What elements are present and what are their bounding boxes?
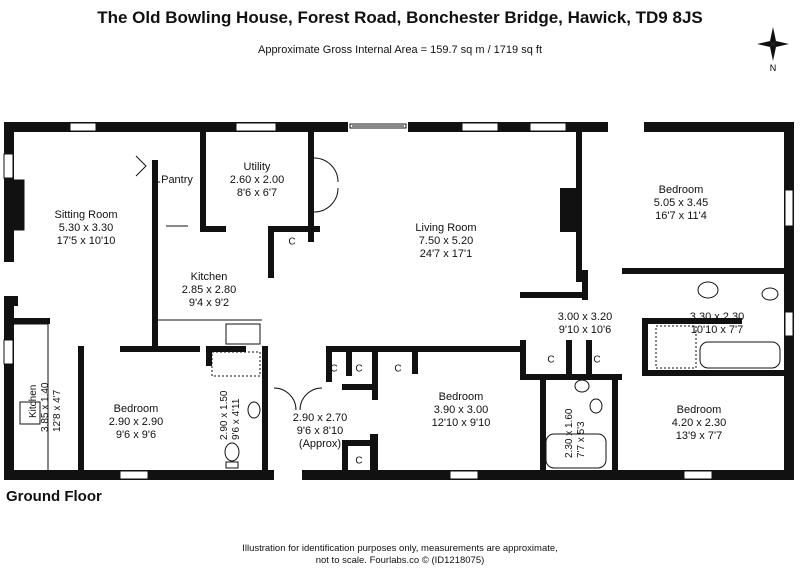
room-imperial: 12'10 x 9'10	[431, 417, 491, 429]
door-arrows	[152, 125, 404, 183]
room-imperial: 9'6 x 9'6	[115, 429, 157, 441]
disclaimer-line-2: not to scale. Fourlabs.co © (ID1218075)	[315, 555, 485, 566]
room-imperial: 10'10 x 7'7	[690, 324, 744, 336]
cupboard-label: C	[355, 363, 363, 375]
cupboard-label: C	[288, 236, 296, 248]
room-ensuite-ne: 3.30 x 2.30 10'10 x 7'7	[690, 311, 744, 337]
room-imperial: 9'6 x 4'11	[231, 398, 242, 440]
room-imperial: 9'6 x 8'10	[296, 425, 344, 437]
room-metric: 2.30 x 1.60	[564, 408, 575, 458]
room-name: Bedroom	[676, 404, 722, 416]
cupboard-label: C	[593, 354, 601, 366]
room-imperial: 8'6 x 6'7	[236, 187, 278, 199]
room-bathroom-south: 2.30 x 1.60 7'7 x 5'3	[564, 409, 588, 458]
disclaimer: Illustration for identification purposes…	[0, 543, 800, 567]
room-name: Kitchen	[28, 384, 39, 418]
room-note: (Approx)	[298, 438, 342, 450]
room-name: Utility	[243, 161, 271, 173]
room-metric: 2.90 x 1.50	[219, 390, 230, 440]
fixtures	[13, 155, 781, 470]
room-imperial: 9'10 x 10'6	[558, 324, 612, 336]
room-metric: 3.90 x 3.00	[433, 404, 489, 416]
room-imperial: 9'4 x 9'2	[188, 297, 230, 309]
room-name: Pantry	[161, 174, 193, 186]
room-metric: 2.90 x 2.70	[292, 412, 348, 424]
room-bedroom-s: Bedroom 3.90 x 3.00 12'10 x 9'10	[432, 391, 491, 430]
disclaimer-line-1: Illustration for identification purposes…	[242, 543, 558, 554]
floor-label: Ground Floor	[6, 488, 102, 505]
compass-icon: N	[757, 27, 789, 73]
room-living-room: Living Room 7.50 x 5.20 24'7 x 17'1	[415, 222, 476, 261]
room-hall-east: 3.00 x 3.20 9'10 x 10'6	[558, 311, 612, 337]
room-metric: 7.50 x 5.20	[418, 235, 474, 247]
room-bedroom-se: Bedroom 4.20 x 2.30 13'9 x 7'7	[672, 404, 726, 443]
room-metric: 3.85 x 1.40	[40, 382, 51, 432]
cupboard-label: C	[394, 363, 402, 375]
room-sitting-room: Sitting Room 5.30 x 3.30 17'5 x 10'10	[55, 209, 118, 248]
compass: N	[755, 25, 791, 73]
cupboard-label: C	[547, 354, 555, 366]
room-utility: Utility 2.60 x 2.00 8'6 x 6'7	[230, 161, 284, 200]
room-hall-south: 2.90 x 2.70 9'6 x 8'10 (Approx)	[293, 412, 347, 451]
room-kitchen-west: Kitchen	[28, 385, 40, 418]
room-name: Bedroom	[658, 184, 704, 196]
room-metric: 5.30 x 3.30	[58, 222, 114, 234]
room-imperial: 17'5 x 10'10	[56, 235, 116, 247]
cupboard-label: C	[355, 455, 363, 467]
room-imperial: 7'7 x 5'3	[576, 421, 587, 458]
room-bedroom-ne: Bedroom 5.05 x 3.45 16'7 x 11'4	[654, 184, 708, 223]
room-metric: 2.85 x 2.80	[181, 284, 237, 296]
room-metric: 2.60 x 2.00	[229, 174, 285, 186]
room-name: Bedroom	[438, 391, 484, 403]
room-imperial: 24'7 x 17'1	[419, 248, 473, 260]
room-imperial: 12'8 x 4'7	[52, 389, 63, 432]
page-title: The Old Bowling House, Forest Road, Bonc…	[97, 8, 703, 27]
room-kitchen: Kitchen 2.85 x 2.80 9'4 x 9'2	[182, 271, 236, 310]
room-shower-south: 2.90 x 1.50 9'6 x 4'11	[219, 391, 243, 440]
room-name: Sitting Room	[54, 209, 118, 221]
room-imperial: 16'7 x 11'4	[655, 210, 707, 222]
cupboard-label: C	[330, 363, 338, 375]
room-metric: 3.30 x 2.30	[689, 311, 745, 323]
room-name: Living Room	[415, 222, 477, 234]
room-pantry: Pantry	[161, 174, 193, 187]
room-metric: 2.90 x 2.90	[108, 416, 164, 428]
room-metric: 3.00 x 3.20	[557, 311, 613, 323]
room-name: Kitchen	[190, 271, 228, 283]
room-imperial: 13'9 x 7'7	[675, 430, 723, 442]
room-bedroom-sw: Bedroom 2.90 x 2.90 9'6 x 9'6	[109, 403, 163, 442]
room-name: Bedroom	[113, 403, 159, 415]
room-metric: 5.05 x 3.45	[653, 197, 709, 209]
gross-area: Approximate Gross Internal Area = 159.7 …	[257, 44, 542, 56]
compass-north-label: N	[770, 63, 777, 73]
room-metric: 4.20 x 2.30	[671, 417, 727, 429]
room-kitchen-west-size: 3.85 x 1.40 12'8 x 4'7	[40, 383, 64, 432]
